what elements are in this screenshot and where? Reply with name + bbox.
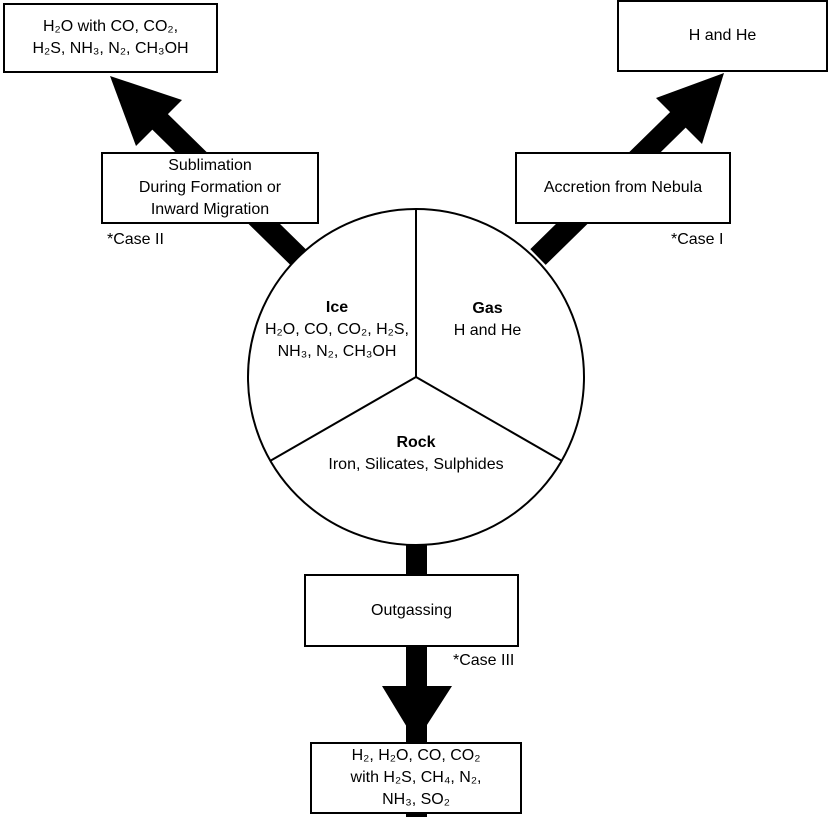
outgas-product-line-3: NH₃, SO₂ [382, 791, 450, 808]
ice-product-line-2: H₂S, NH₃, N₂, CH₃OH [32, 40, 189, 57]
accretion-box: Accretion from Nebula [515, 152, 731, 224]
ice-line-1: H₂O, CO, CO₂, H₂S, [265, 321, 409, 338]
case-ii-label: *Case II [107, 231, 164, 248]
ice-segment: Ice H₂O, CO, CO₂, H₂S, NH₃, N₂, CH₃OH [252, 297, 422, 363]
outgassing-line-1: Outgassing [371, 601, 452, 619]
outgassing-box: Outgassing [304, 574, 519, 647]
outgas-product-line-1: H₂, H₂O, CO, CO₂ [351, 747, 481, 764]
sublimation-line-2: During Formation or [138, 179, 282, 196]
sublimation-line-3: Inward Migration [150, 201, 270, 218]
ice-line-2: NH₃, N₂, CH₃OH [277, 343, 397, 360]
outgas-product-box: H₂, H₂O, CO, CO₂ with H₂S, CH₄, N₂, NH₃,… [310, 742, 522, 814]
rock-title: Rock [396, 434, 436, 451]
composition-circle [247, 208, 585, 546]
ice-title: Ice [325, 299, 349, 316]
sublimation-line-1: Sublimation [168, 157, 252, 174]
ice-product-box: H₂O with CO, CO₂, H₂S, NH₃, N₂, CH₃OH [3, 3, 218, 73]
gas-segment: Gas H and He [430, 298, 545, 342]
accretion-line-1: Accretion from Nebula [543, 179, 703, 196]
rock-line-1: Iron, Silicates, Sulphides [328, 456, 504, 473]
gas-product-box: H and He [617, 0, 828, 72]
gas-product-line-1: H and He [688, 27, 757, 44]
outgas-product-line-2: with H₂S, CH₄, N₂, [350, 769, 482, 786]
case-iii-label: *Case III [453, 652, 515, 669]
rock-segment: Rock Iron, Silicates, Sulphides [306, 432, 526, 476]
case-i-label: *Case I [671, 231, 724, 248]
ice-product-line-1: H₂O with CO, CO₂, [42, 18, 179, 35]
gas-line-1: H and He [453, 322, 522, 339]
sublimation-box: Sublimation During Formation or Inward M… [101, 152, 319, 224]
gas-title: Gas [472, 300, 503, 317]
